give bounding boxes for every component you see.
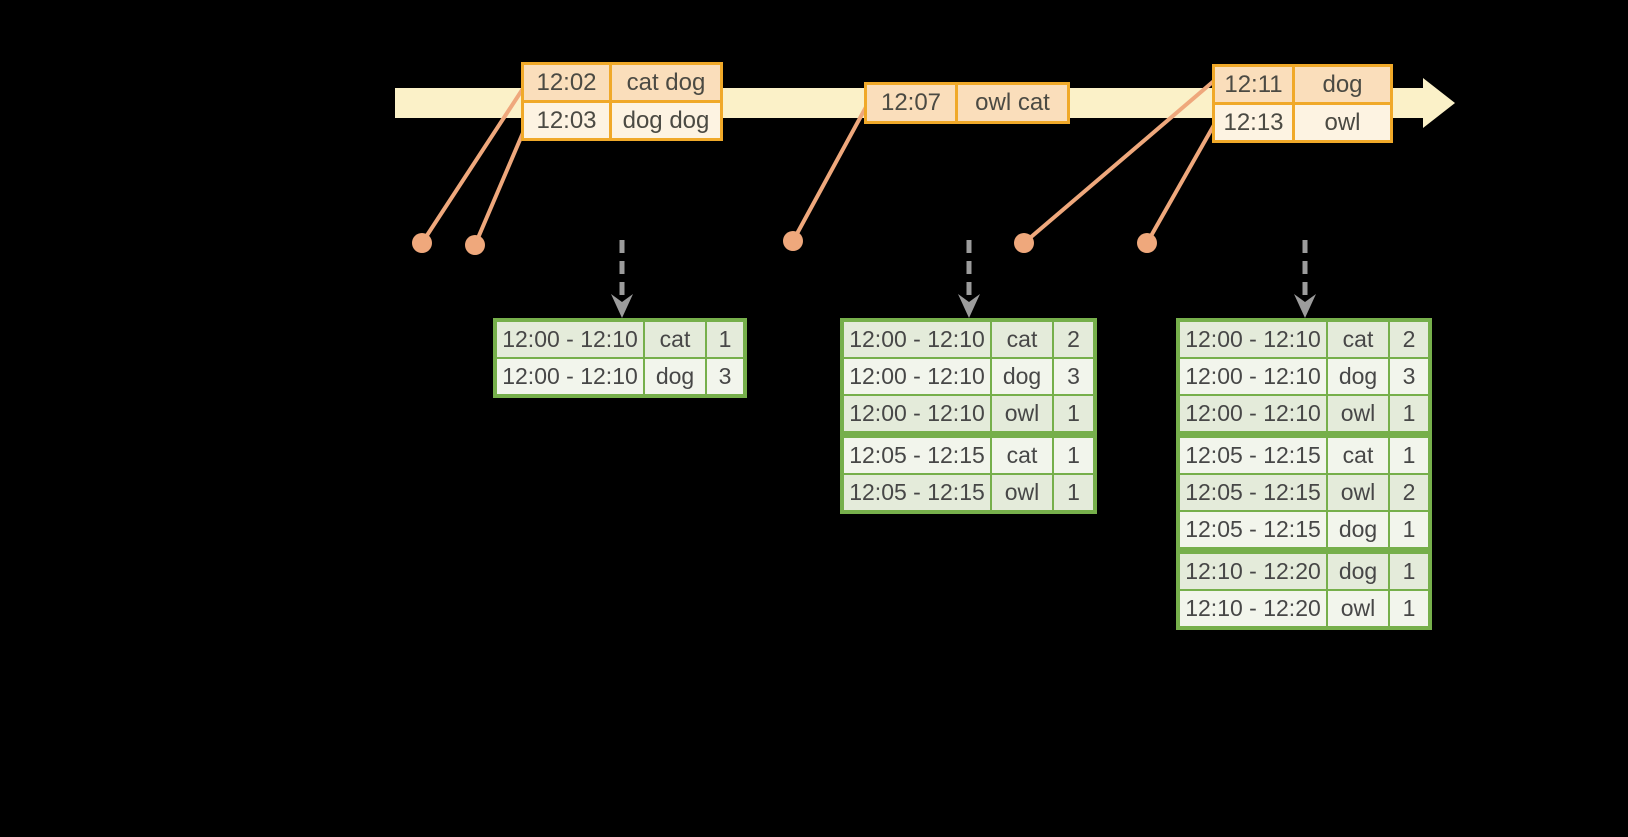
window-cell: 12:10 - 12:20 [1180, 554, 1326, 589]
count-cell: 1 [707, 322, 743, 357]
event-time-cell: 12:07 [867, 85, 955, 121]
event-marker-dot [1014, 233, 1034, 253]
event-words-cell: owl cat [958, 85, 1067, 121]
window-cell: 12:05 - 12:15 [1180, 438, 1326, 473]
window-cell: 12:05 - 12:15 [1180, 512, 1326, 547]
word-cell: owl [992, 475, 1052, 510]
event-words-cell: owl [1295, 105, 1390, 140]
event-connector-line [1022, 78, 1217, 245]
count-cell: 1 [1390, 591, 1428, 626]
window-cell: 12:00 - 12:10 [844, 396, 990, 431]
word-cell: owl [992, 396, 1052, 431]
window-cell: 12:05 - 12:15 [844, 438, 990, 473]
event-marker-dot [1137, 233, 1157, 253]
window-cell: 12:00 - 12:10 [844, 359, 990, 394]
count-cell: 3 [707, 359, 743, 394]
window-cell: 12:05 - 12:15 [1180, 475, 1326, 510]
window-cell: 12:00 - 12:10 [1180, 322, 1326, 357]
trigger-arrow-icon [1294, 240, 1316, 318]
word-cell: cat [645, 322, 705, 357]
word-cell: cat [1328, 322, 1388, 357]
event-time-cell: 12:02 [524, 65, 609, 100]
count-cell: 1 [1390, 396, 1428, 431]
event-marker-dot [412, 233, 432, 253]
event-connector-line [1145, 124, 1216, 244]
window-cell: 12:00 - 12:10 [497, 322, 643, 357]
count-cell: 3 [1054, 359, 1093, 394]
event-words-cell: dog [1295, 67, 1390, 102]
trigger-arrow-icon [611, 240, 633, 318]
count-cell: 1 [1054, 475, 1093, 510]
event-connector-line [420, 85, 526, 245]
event-marker-dot [465, 235, 485, 255]
count-cell: 2 [1390, 475, 1428, 510]
event-time-cell: 12:03 [524, 103, 609, 138]
count-cell: 1 [1390, 512, 1428, 547]
word-cell: owl [1328, 591, 1388, 626]
event-marker-dot [783, 231, 803, 251]
event-words-cell: dog dog [612, 103, 720, 138]
word-cell: cat [992, 322, 1052, 357]
window-cell: 12:00 - 12:10 [1180, 396, 1326, 431]
event-connector-line [473, 127, 527, 246]
word-cell: cat [1328, 438, 1388, 473]
window-cell: 12:05 - 12:15 [844, 475, 990, 510]
trigger-arrow-icon [958, 240, 980, 318]
word-cell: owl [1328, 396, 1388, 431]
count-cell: 2 [1054, 322, 1093, 357]
count-cell: 1 [1390, 554, 1428, 589]
event-words-cell: cat dog [612, 65, 720, 100]
window-cell: 12:00 - 12:10 [497, 359, 643, 394]
word-cell: dog [1328, 359, 1388, 394]
window-cell: 12:00 - 12:10 [1180, 359, 1326, 394]
event-connector-line [791, 106, 868, 242]
word-cell: dog [992, 359, 1052, 394]
event-time-cell: 12:11 [1215, 67, 1292, 102]
window-cell: 12:00 - 12:10 [844, 322, 990, 357]
timeline-arrow-head-icon [1423, 78, 1455, 128]
word-cell: cat [992, 438, 1052, 473]
count-cell: 1 [1054, 438, 1093, 473]
count-cell: 1 [1054, 396, 1093, 431]
count-cell: 3 [1390, 359, 1428, 394]
word-cell: dog [645, 359, 705, 394]
word-cell: owl [1328, 475, 1388, 510]
count-cell: 1 [1390, 438, 1428, 473]
event-time-cell: 12:13 [1215, 105, 1292, 140]
word-cell: dog [1328, 512, 1388, 547]
word-cell: dog [1328, 554, 1388, 589]
count-cell: 2 [1390, 322, 1428, 357]
window-cell: 12:10 - 12:20 [1180, 591, 1326, 626]
